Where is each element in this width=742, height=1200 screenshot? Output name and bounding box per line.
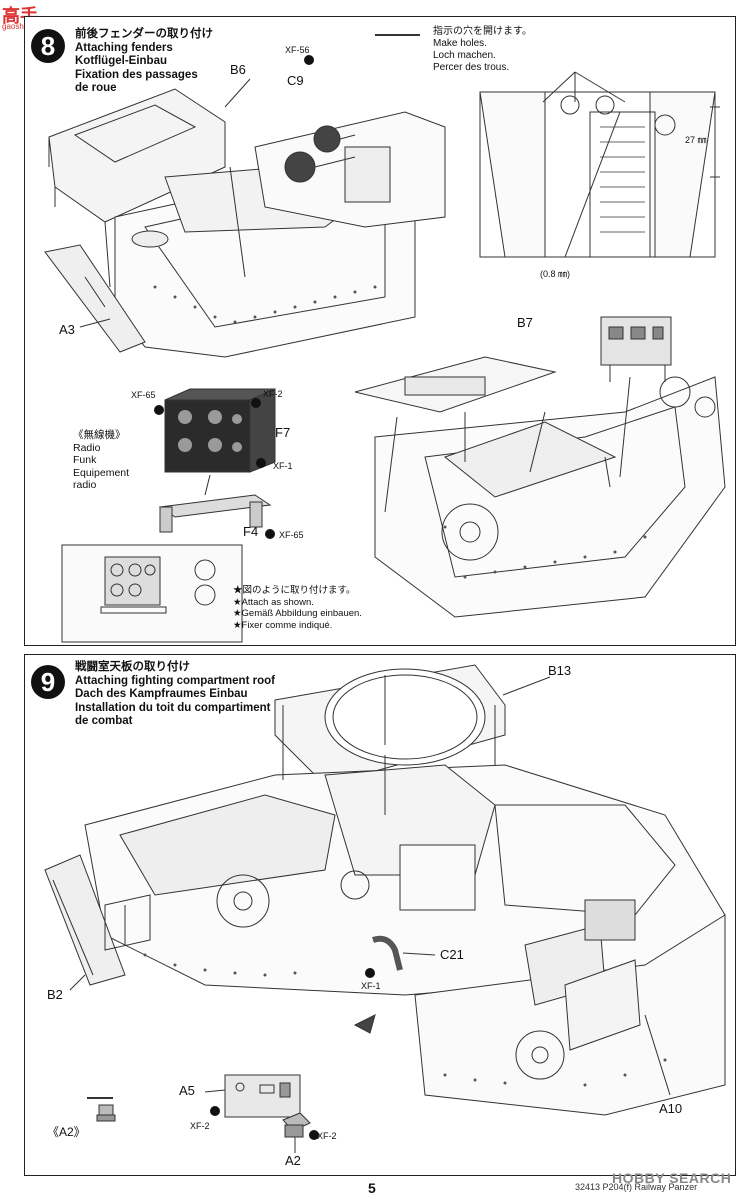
radio-caption-jp: 《無線機》: [73, 429, 126, 441]
part-label-c9: C9: [287, 73, 304, 88]
step-9-illustration: [44, 664, 726, 1153]
step-9-title-fr-2: de combat: [75, 715, 133, 727]
part-label-a2: A2: [285, 1153, 301, 1168]
radio-caption-de: Funk: [73, 454, 97, 466]
step-8-title-fr-2: de roue: [75, 82, 117, 94]
make-holes-fr: Percer des trous.: [433, 62, 510, 73]
step-8-panel: 8 前後フェンダーの取り付け Attaching fenders Kotflüg…: [24, 16, 736, 646]
part-ref-a2: 《A2》: [47, 1125, 86, 1139]
step-9-title-fr-1: Installation du toit du compartiment: [75, 701, 271, 714]
step-8-title-de: Kotflügel-Einbau: [75, 55, 167, 67]
paint-label-xf2-a: XF-2: [190, 1121, 210, 1131]
attach-note-fr: ★Fixer comme indiqué.: [233, 619, 333, 631]
step-9-title-en: Attaching fighting compartment roof: [75, 674, 275, 687]
part-label-b13: B13: [548, 663, 572, 678]
step-8-title: 前後フェンダーの取り付け Attaching fenders Kotflügel…: [75, 28, 213, 96]
part-label-b7: B7: [517, 315, 533, 330]
paint-label-xf2-b: XF-2: [317, 1131, 337, 1141]
step-9-title-de: Dach des Kampfraumes Einbau: [75, 688, 248, 700]
part-label-c21: C21: [440, 947, 464, 962]
step-9-title: 戦闘室天板の取り付け Attaching fighting compartmen…: [75, 661, 275, 729]
radio-caption: 《無線機》 Radio Funk Equipement radio: [73, 429, 129, 492]
part-label-f4: F4: [243, 524, 259, 539]
footer-kit-code: 32413 P204(f) Railway Panzer: [575, 1182, 698, 1192]
paint-label-xf1: XF-1: [273, 461, 293, 471]
part-label-b2: B2: [47, 987, 63, 1002]
paint-label-xf1: XF-1: [361, 981, 381, 991]
radio-caption-en: Radio: [73, 441, 101, 454]
part-label-a10: A10: [659, 1101, 683, 1116]
part-label-b6: B6: [230, 62, 246, 77]
paint-label-xf65-b: XF-65: [279, 530, 304, 540]
step-number-8: 8: [31, 29, 65, 63]
part-label-a3: A3: [59, 322, 75, 337]
radio-caption-fr-2: radio: [73, 479, 97, 491]
step-8-title-jp: 前後フェンダーの取り付け: [75, 28, 213, 40]
make-holes-de: Loch machen.: [433, 50, 496, 61]
footer-watermark: HOBBY SEARCH: [612, 1170, 732, 1186]
part-label-a5: A5: [179, 1083, 195, 1098]
attach-note-en: ★Attach as shown.: [233, 596, 314, 608]
paint-label-xf2: XF-2: [263, 389, 283, 399]
dimension-27mm: 27 ㎜: [685, 135, 707, 145]
make-holes-jp: 指示の穴を開けます。: [433, 26, 532, 37]
attach-note-de: ★Gemäß Abbildung einbauen.: [233, 608, 362, 619]
attach-as-shown-note: ★図のように取り付けます。 ★Attach as shown. ★Gemäß A…: [233, 585, 362, 631]
page-number: 5: [368, 1180, 376, 1196]
make-holes-note: 指示の穴を開けます。 Make holes. Loch machen. Perc…: [433, 26, 532, 74]
step-9-title-jp: 戦闘室天板の取り付け: [75, 661, 190, 673]
part-label-f7: F7: [275, 425, 291, 440]
paint-label-xf65-a: XF-65: [131, 390, 156, 400]
step-8-title-fr-1: Fixation des passages: [75, 68, 198, 81]
radio-caption-fr-1: Equipement: [73, 466, 130, 479]
step-8-illustration: [44, 34, 726, 643]
step-number-9: 9: [31, 665, 65, 699]
attach-note-jp: ★図のように取り付けます。: [233, 585, 356, 596]
step-8-title-en: Attaching fenders: [75, 41, 173, 54]
step-9-panel: 9 戦闘室天板の取り付け Attaching fighting compartm…: [24, 654, 736, 1176]
paint-label-xf56: XF-56: [285, 45, 310, 55]
drill-size-label: (0.8 ㎜): [540, 269, 571, 279]
make-holes-en: Make holes.: [433, 38, 487, 49]
